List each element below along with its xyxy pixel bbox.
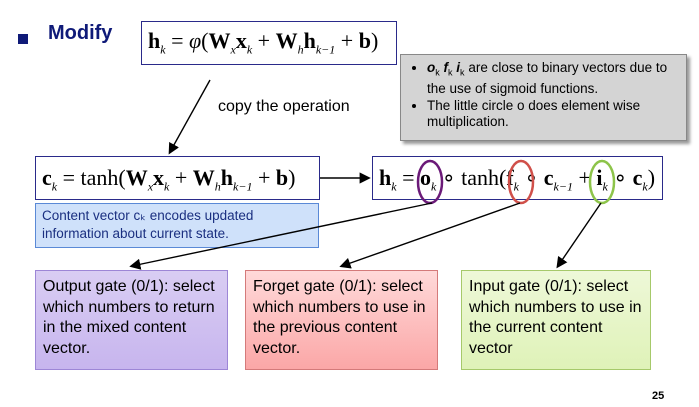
bullet-square [18,34,28,44]
circle-o [416,159,444,205]
equation-content-vector: ck = tanh(Wxxk + Whhk−1 + b) [35,156,320,200]
output-gate-box: Output gate (0/1): select which numbers … [35,270,228,370]
note-item-binary: ok fk ik are close to binary vectors due… [427,60,678,97]
copy-arrow [168,79,211,155]
forget-gate-box: Forget gate (0/1): select which numbers … [245,270,438,370]
slide-heading: Modify [48,22,113,44]
circle-i [588,159,616,205]
output-gate-arrow [129,202,433,270]
input-gate-arrow [556,202,602,269]
circle-f [507,159,535,205]
input-gate-box: Input gate (0/1): select which numbers t… [461,270,651,370]
content-vector-note: Content vector cₖ encodes updated inform… [35,203,319,248]
copy-operation-label: copy the operation [218,98,350,115]
page-number: 25 [652,390,665,402]
forget-gate-arrow [339,202,521,269]
equation-hidden-state: hk = φ(Wxxk + Whhk−1 + b) [141,21,397,65]
note-box: ok fk ik are close to binary vectors due… [400,54,687,141]
note-item-circle: The little circle o does element wise mu… [427,98,678,130]
